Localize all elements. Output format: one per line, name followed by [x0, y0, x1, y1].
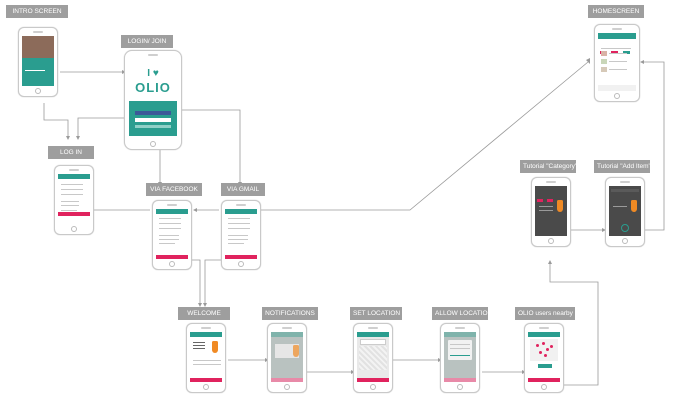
label-allow-location: ALLOW LOCATION — [432, 307, 488, 320]
label-tutorial-add-item: Tutorial "Add Item" — [594, 160, 650, 173]
phone-tutorial-category — [531, 177, 571, 247]
label-intro-screen: INTRO SCREEN — [6, 5, 68, 18]
email-login-button[interactable] — [135, 125, 171, 128]
phone-homescreen — [594, 24, 640, 102]
carrot-icon — [631, 200, 637, 212]
phone-set-location — [353, 323, 393, 393]
users-nearby-badge — [538, 364, 552, 368]
label-via-gmail: VIA GMAIL — [221, 183, 265, 196]
notifications-allow-button[interactable] — [271, 378, 303, 382]
connector-loginjoin-login — [78, 118, 130, 138]
phone-allow-location — [440, 323, 480, 393]
label-notifications: NOTIFICATIONS — [262, 307, 318, 320]
add-item-icon[interactable] — [621, 224, 629, 232]
carrot-icon — [212, 341, 218, 353]
olio-logo-text: OLIO — [129, 81, 177, 94]
set-location-button[interactable] — [357, 378, 389, 382]
phone-welcome — [186, 323, 226, 393]
phone-tutorial-add-item — [605, 177, 645, 247]
welcome-next-button[interactable] — [190, 378, 222, 382]
phone-login-join: I ♥ OLIO — [124, 50, 182, 150]
facebook-login-button[interactable] — [135, 111, 171, 115]
label-login-join: LOGIN/ JOIN — [121, 35, 173, 48]
phone-notifications — [267, 323, 307, 393]
label-via-facebook: VIA FACEBOOK — [146, 183, 202, 196]
connector-additem-homescreen — [642, 62, 664, 230]
label-set-location: SET LOCATION — [350, 307, 402, 320]
phone-via-facebook — [152, 200, 192, 270]
continue-button[interactable] — [528, 378, 560, 382]
label-olio-users-nearby: OLIO users nearby — [515, 307, 575, 320]
phone-intro-screen — [18, 27, 58, 97]
phone-via-gmail — [221, 200, 261, 270]
phone-log-in — [54, 165, 94, 235]
login-submit-button[interactable] — [58, 212, 90, 216]
map-view[interactable] — [359, 346, 387, 370]
label-log-in: LOG IN — [48, 146, 94, 159]
gmail-login-button[interactable] — [135, 118, 171, 122]
location-search-input[interactable] — [360, 339, 386, 345]
connector-intro-login — [44, 103, 68, 138]
carrot-icon — [557, 200, 563, 212]
bottom-tab-bar[interactable] — [598, 85, 636, 91]
allow-location-dialog — [448, 340, 472, 360]
heart-icon: ♥ — [153, 68, 159, 79]
label-homescreen: HOMESCREEN — [588, 5, 644, 18]
label-welcome: WELCOME — [178, 307, 230, 320]
label-tutorial-category: Tutorial "Category" — [520, 160, 576, 173]
gmail-continue-button[interactable] — [225, 255, 257, 259]
facebook-continue-button[interactable] — [156, 255, 188, 259]
logo-prefix: I — [147, 68, 150, 79]
carrot-icon — [293, 345, 299, 357]
connector-gmail-welcome — [205, 260, 221, 305]
phone-olio-users-nearby — [524, 323, 564, 393]
